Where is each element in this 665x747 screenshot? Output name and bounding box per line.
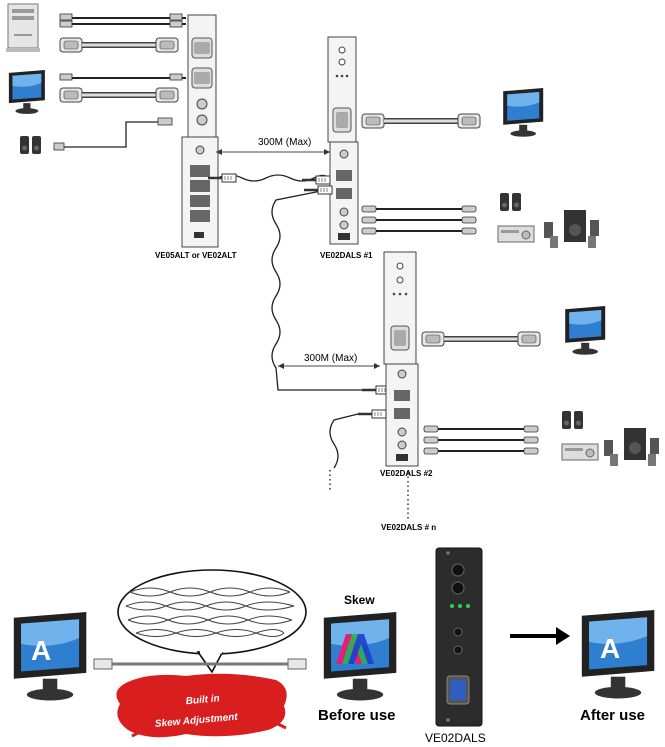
cascade-cable-2 [329, 408, 409, 520]
speaker-icon [562, 411, 583, 429]
monitor-icon [565, 306, 606, 355]
audio-cable [53, 117, 173, 151]
distance-label-1: 300M (Max) [258, 137, 311, 148]
rca-cable-icon [361, 216, 477, 224]
link-1 [206, 149, 332, 186]
vga-cable-icon [422, 332, 540, 346]
receiver-1-label: VE02DALS #1 [320, 251, 373, 260]
rca-cable-icon [423, 425, 539, 433]
vga-cable-icon [362, 114, 480, 128]
arrow-right-icon [510, 627, 570, 645]
skew-label: Skew [344, 593, 375, 607]
ve02dals-device [435, 547, 483, 727]
rca-cable-icon [361, 227, 477, 235]
screen-letter-right: A [600, 633, 620, 664]
sender-panel-bottom [181, 136, 219, 248]
skew-adjustment-banner [116, 673, 287, 738]
cascade-cable [271, 184, 392, 396]
banner-line-1: Built in [185, 693, 220, 707]
amplifier-icon [561, 443, 599, 461]
rca-cable-icon [423, 436, 539, 444]
receiver-1-panel-top [327, 36, 357, 143]
product-name-label: VE02DALS [425, 731, 486, 745]
speaker-icon [500, 193, 521, 211]
rca-cable-icon [59, 13, 186, 81]
twisted-pair-bubble [117, 569, 307, 674]
distance-label-2: 300M (Max) [304, 353, 357, 364]
pc-tower-icon [6, 3, 40, 52]
receiver-1-panel-bottom [329, 141, 359, 245]
after-use-label: After use [580, 707, 645, 724]
speaker-icon [20, 136, 41, 154]
amplifier-icon [497, 225, 535, 243]
monitor-icon [503, 88, 544, 137]
sender-panel-top [187, 14, 217, 138]
vga-cable-icon [60, 38, 178, 52]
receiver-2-panel-bottom [385, 363, 419, 467]
cat5-cable [93, 658, 307, 670]
before-use-label: Before use [318, 707, 396, 724]
vga-cable-icon [60, 88, 178, 102]
home-theater-icon [604, 428, 659, 466]
receiver-2-label: VE02DALS #2 [380, 469, 433, 478]
rca-cable-icon [423, 447, 539, 455]
skewed-letter-graphic [336, 634, 374, 664]
screen-letter-left: A [31, 635, 51, 666]
home-theater-icon [544, 210, 599, 248]
monitor-icon [8, 70, 45, 114]
sender-unit-label: VE05ALT or VE02ALT [155, 251, 237, 260]
receiver-2-panel-top [383, 251, 417, 365]
rca-cable-icon [361, 205, 477, 213]
receiver-n-label: VE02DALS # n [381, 523, 436, 532]
